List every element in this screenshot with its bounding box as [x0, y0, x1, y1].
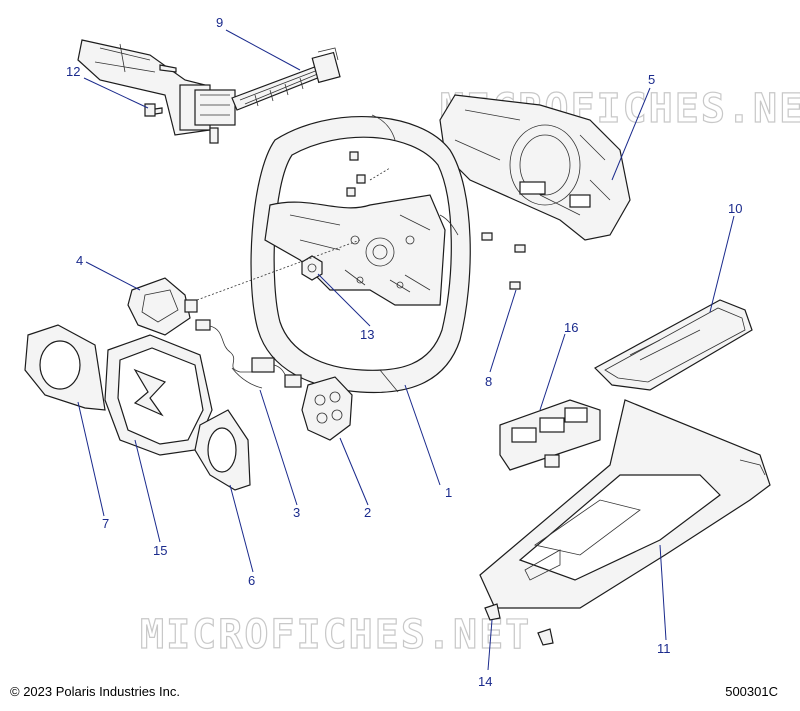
leader-lines — [77, 29, 735, 671]
callout-8: 8 — [485, 374, 492, 389]
part-switch-panel — [499, 399, 601, 471]
callout-11: 11 — [657, 641, 671, 656]
part-center-console — [479, 399, 771, 609]
callout-5: 5 — [648, 72, 655, 87]
callout-2: 2 — [364, 505, 371, 520]
callout-10: 10 — [728, 201, 742, 216]
callout-16: 16 — [564, 320, 578, 335]
callout-6: 6 — [248, 573, 255, 588]
callout-3: 3 — [293, 505, 300, 520]
watermark-bottom: MICROFICHES.NET — [140, 612, 531, 658]
callout-7: 7 — [102, 516, 109, 531]
part-wiring-harness — [195, 319, 302, 389]
part-wheel-bolts — [346, 151, 526, 290]
part-steering-column — [77, 39, 341, 144]
part-clips — [484, 603, 554, 646]
part-right-bezel — [194, 409, 251, 491]
part-hub-cover — [104, 334, 213, 456]
diagram-number: 500301C — [725, 684, 778, 699]
brand-logo-icon — [133, 368, 167, 417]
part-control-switch — [301, 376, 353, 441]
callout-1: 1 — [445, 485, 452, 500]
callout-9: 9 — [216, 15, 223, 30]
callout-4: 4 — [76, 253, 83, 268]
copyright-text: © 2023 Polaris Industries Inc. — [10, 684, 180, 699]
callout-15: 15 — [153, 543, 167, 558]
part-nut — [301, 255, 323, 281]
callout-14: 14 — [478, 674, 492, 689]
part-bolt — [144, 103, 156, 117]
callout-13: 13 — [360, 327, 374, 342]
part-airbag-module — [127, 239, 361, 336]
part-left-bezel — [24, 324, 106, 411]
part-steering-wheel — [250, 114, 471, 394]
part-grille — [594, 299, 753, 391]
callout-12: 12 — [66, 64, 80, 79]
